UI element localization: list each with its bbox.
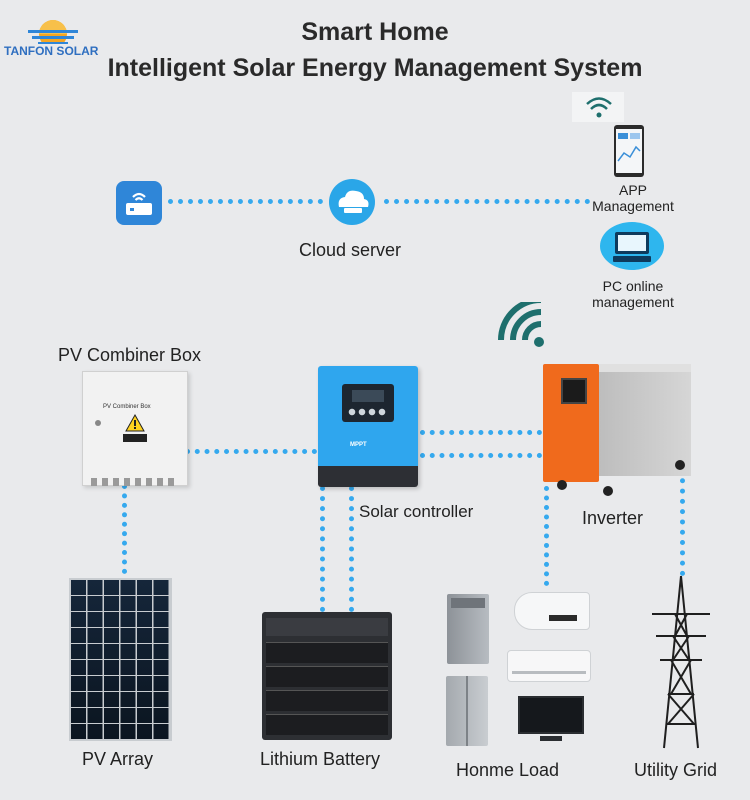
solar-controller-device: MPPT: [318, 366, 418, 487]
fridge-split: [466, 676, 468, 746]
router-node: [116, 181, 162, 225]
combiner-glands: [91, 478, 179, 486]
wifi-signal-icon: [498, 297, 544, 347]
utility-grid-label: Utility Grid: [634, 760, 718, 780]
television: [518, 696, 584, 744]
link-inverter-grid: [680, 468, 685, 576]
brand-name: TANFON SOLAR: [4, 44, 99, 58]
battery-device: [262, 612, 392, 740]
pv-array-label: PV Array: [82, 749, 154, 769]
washing-machine: [447, 594, 489, 664]
brand-logo: TANFON SOLAR: [4, 4, 98, 64]
sun-logo-icon: [28, 20, 78, 44]
pc-node: [599, 222, 665, 272]
inverter-device: [543, 364, 693, 496]
cloud-server-node: [325, 178, 379, 226]
link-combiner-controller: [185, 449, 317, 454]
tv-stand: [540, 736, 562, 741]
utility-grid-tower: [646, 574, 716, 750]
combiner-box-label: PV Combiner Box: [58, 345, 202, 365]
heater-panel: [549, 615, 577, 621]
link-router-cloud: [168, 199, 323, 204]
pv-array-device: [69, 578, 172, 741]
app-label-line2: Management: [592, 198, 674, 214]
inverter-wheel-2: [603, 486, 613, 496]
link-controller-battery-2: [349, 486, 354, 612]
link-controller-battery-1: [320, 486, 325, 612]
app-label-line1: APP: [618, 182, 647, 198]
lithium-battery-label: Lithium Battery: [260, 749, 381, 769]
controller-display: [352, 390, 384, 402]
inverter-side: [599, 364, 691, 476]
inverter-wifi: [495, 297, 553, 350]
home-load-label: Honme Load: [456, 760, 560, 780]
controller-panel: [342, 384, 394, 422]
pc-monitor-icon: [600, 222, 664, 270]
link-controller-inverter-2: [420, 453, 542, 458]
link-controller-inverter-1: [420, 430, 542, 435]
inverter-wheel-3: [675, 460, 685, 470]
title-line-2: Intelligent Solar Energy Management Syst…: [107, 54, 643, 82]
title-line-1: Smart Home: [301, 18, 449, 46]
power-tower-icon: [652, 575, 710, 749]
link-combiner-pv: [122, 484, 127, 574]
controller-buttons: [348, 408, 388, 416]
link-cloud-app: [384, 199, 590, 204]
battery-module-4: [266, 714, 388, 735]
combiner-lock: [95, 420, 101, 426]
controller-brand-text: MPPT: [350, 442, 367, 448]
cloud-icon: [329, 179, 375, 225]
warning-icon: [125, 414, 145, 432]
battery-module-3: [266, 690, 388, 711]
washer-lid: [451, 598, 485, 608]
app-node: [612, 125, 652, 179]
inverter-label: Inverter: [582, 508, 644, 528]
water-heater: [514, 592, 590, 630]
pc-label-line1: PC online: [602, 278, 664, 294]
inverter-wheel-1: [557, 480, 567, 490]
solar-controller-label: Solar controller: [359, 502, 474, 521]
app-management-label: APP Management: [580, 182, 686, 214]
combiner-label-plate: [123, 434, 147, 442]
pc-management-label: PC online management: [578, 278, 688, 310]
wifi-icon: [586, 97, 612, 118]
pv-cell-grid: [71, 580, 170, 739]
battery-module-2: [266, 666, 388, 687]
pc-label-line2: management: [592, 294, 674, 310]
refrigerator: [446, 676, 488, 746]
router-icon: [126, 192, 152, 215]
controller-base: [318, 466, 418, 487]
air-conditioner: [507, 650, 591, 682]
smartphone-icon: [614, 125, 644, 177]
inverter-front: [543, 364, 599, 482]
combiner-plate-text: PV Combiner Box: [103, 404, 151, 410]
ac-vent: [512, 671, 586, 674]
link-inverter-load: [544, 486, 549, 586]
wifi-small: [572, 92, 624, 122]
tv-screen: [518, 696, 584, 734]
battery-module-1: [266, 642, 388, 663]
inverter-screen: [561, 378, 587, 404]
combiner-box-device: PV Combiner Box: [82, 371, 188, 486]
inverter-top-edge: [599, 364, 691, 372]
battery-top: [266, 618, 388, 636]
cloud-server-label: Cloud server: [299, 240, 402, 260]
